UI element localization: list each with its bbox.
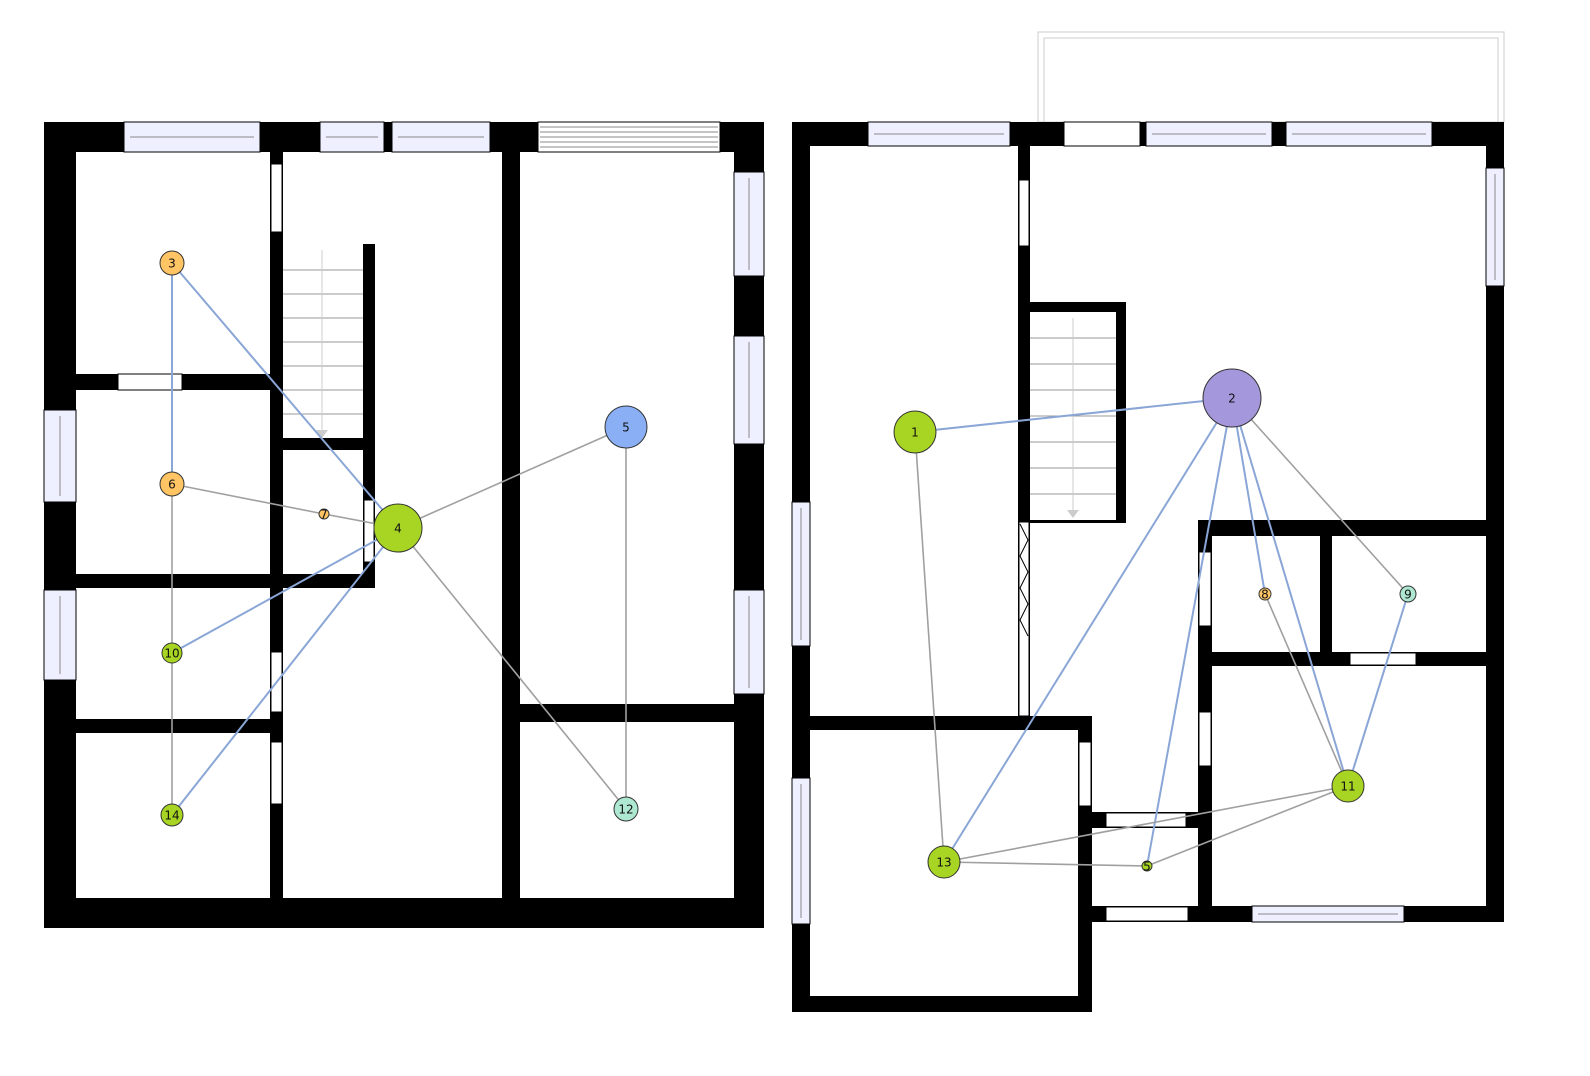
right-windows — [791, 121, 1505, 925]
graph-node-10: 10 — [161, 642, 183, 664]
edge-1-13 — [914, 431, 945, 863]
edge-13-11 — [943, 785, 1349, 863]
node-label: 5 — [1143, 860, 1151, 874]
edge-14-4 — [171, 527, 399, 816]
right-doors — [1018, 179, 1417, 922]
edge-4-12 — [397, 527, 627, 810]
graph-node-4: 4 — [373, 503, 423, 553]
edge-2-9 — [1231, 397, 1409, 595]
graph-node-11: 11 — [1331, 769, 1365, 803]
node-label: 12 — [618, 803, 633, 817]
left-doors — [117, 163, 375, 805]
node-circle — [1331, 769, 1365, 803]
edge-3-4 — [171, 262, 399, 529]
node-label: 3 — [168, 257, 176, 271]
edge-10-4 — [171, 527, 399, 654]
edge-4-5 — [397, 426, 627, 529]
node-circle — [1399, 585, 1417, 603]
graph-node-7: 7 — [318, 508, 330, 522]
graph-node-8: 8 — [1258, 587, 1272, 602]
graph-node-9: 9 — [1399, 585, 1417, 603]
node-label: 7 — [320, 508, 328, 522]
node-circle — [318, 508, 330, 520]
node-circle — [1141, 860, 1153, 872]
graph-edges — [171, 262, 1409, 867]
node-label: 5 — [622, 421, 630, 435]
edge-2-11 — [1231, 397, 1349, 787]
left-stairs — [283, 250, 363, 438]
node-circle — [893, 410, 937, 454]
graph-node-1: 1 — [893, 410, 937, 454]
node-circle — [373, 503, 423, 553]
node-label: 1 — [911, 426, 919, 440]
node-label: 8 — [1261, 588, 1269, 602]
edge-2-15 — [1146, 397, 1233, 867]
graph-node-5: 5 — [604, 405, 648, 449]
node-circle — [927, 845, 961, 879]
node-circle — [604, 405, 648, 449]
edge-1-2 — [914, 397, 1233, 433]
balcony-outline — [1037, 31, 1505, 123]
edge-15-11 — [1146, 785, 1349, 867]
graph-node-3: 3 — [159, 250, 185, 276]
node-label: 14 — [164, 809, 179, 823]
graph-node-13: 13 — [927, 845, 961, 879]
node-circle — [161, 642, 183, 664]
edge-2-8 — [1231, 397, 1266, 595]
left-floor-plan — [43, 121, 765, 928]
graph-node-6: 6 — [159, 471, 185, 497]
node-label: 6 — [168, 478, 176, 492]
edge-6-7 — [171, 483, 325, 515]
node-circle — [613, 796, 639, 822]
right-window-inner-lines — [800, 133, 1496, 918]
node-label: 4 — [394, 522, 402, 536]
node-label: 11 — [1340, 780, 1355, 794]
edge-2-13 — [943, 397, 1233, 863]
left-window-inner-lines — [59, 126, 750, 688]
left-windows — [43, 121, 765, 695]
edge-8-11 — [1264, 593, 1349, 787]
graph-node-14: 14 — [160, 803, 184, 827]
graph-node-12: 12 — [613, 796, 639, 822]
edge-13-15 — [943, 861, 1148, 867]
edge-9-11 — [1347, 593, 1409, 787]
right-outer-wall — [792, 122, 1504, 1012]
node-label: 9 — [1404, 588, 1412, 602]
node-label: 2 — [1228, 392, 1236, 406]
node-circle — [1258, 587, 1272, 601]
node-label: 10 — [164, 647, 179, 661]
node-circle — [159, 250, 185, 276]
node-label: 13 — [936, 856, 951, 870]
graph-node-2: 2 — [1202, 368, 1262, 428]
node-circle — [159, 471, 185, 497]
graph-node-15: 5 — [1141, 860, 1153, 874]
node-circle — [160, 803, 184, 827]
folding-door — [1019, 523, 1029, 637]
node-circle — [1202, 368, 1262, 428]
